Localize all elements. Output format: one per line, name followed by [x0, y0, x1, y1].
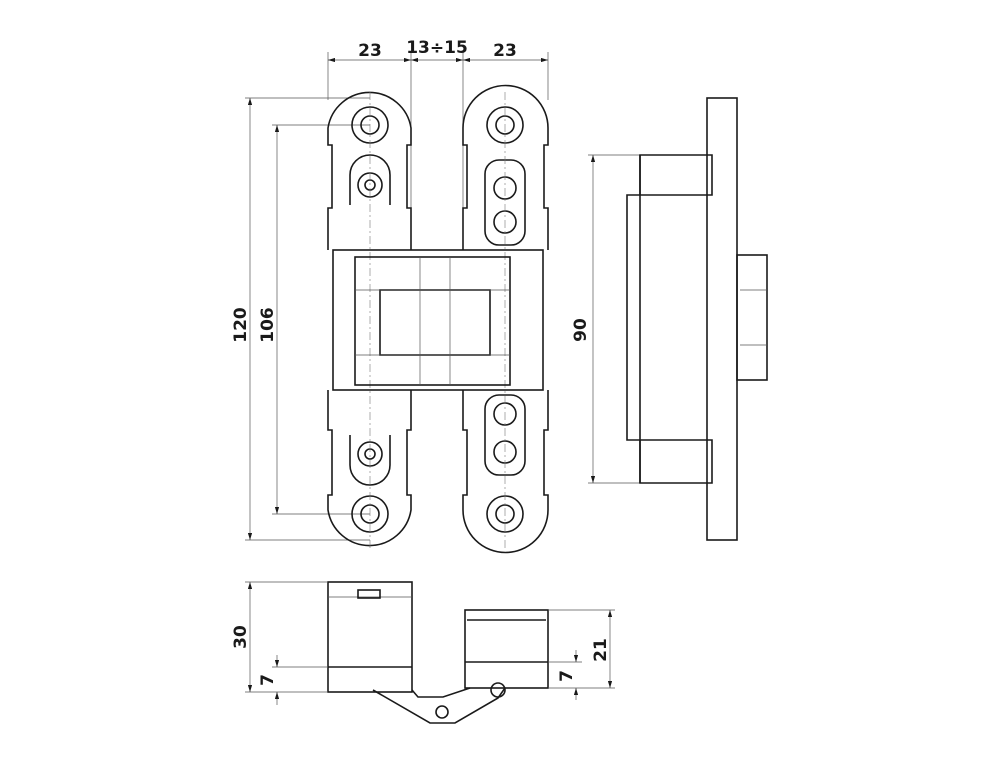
dim-offset-right: 7 — [557, 670, 577, 682]
dim-gap: 13÷15 — [406, 38, 468, 58]
side-view — [626, 97, 768, 541]
top-dimension-lines — [327, 52, 549, 250]
hinge-body — [332, 249, 544, 391]
height-dimension-lines — [245, 97, 640, 541]
left-leaf — [327, 91, 412, 550]
dim-leaf-width-right: 23 — [493, 41, 517, 61]
right-leaf — [462, 84, 549, 554]
dim-depth-right: 21 — [591, 638, 611, 662]
dim-hole-spacing: 106 — [258, 307, 278, 343]
dim-leaf-width-left: 23 — [358, 41, 382, 61]
dim-depth-left: 30 — [231, 625, 251, 649]
bottom-view — [245, 581, 615, 724]
dim-body-height: 90 — [571, 318, 591, 342]
dim-offset-left: 7 — [258, 674, 278, 686]
dim-overall-height: 120 — [231, 307, 251, 343]
